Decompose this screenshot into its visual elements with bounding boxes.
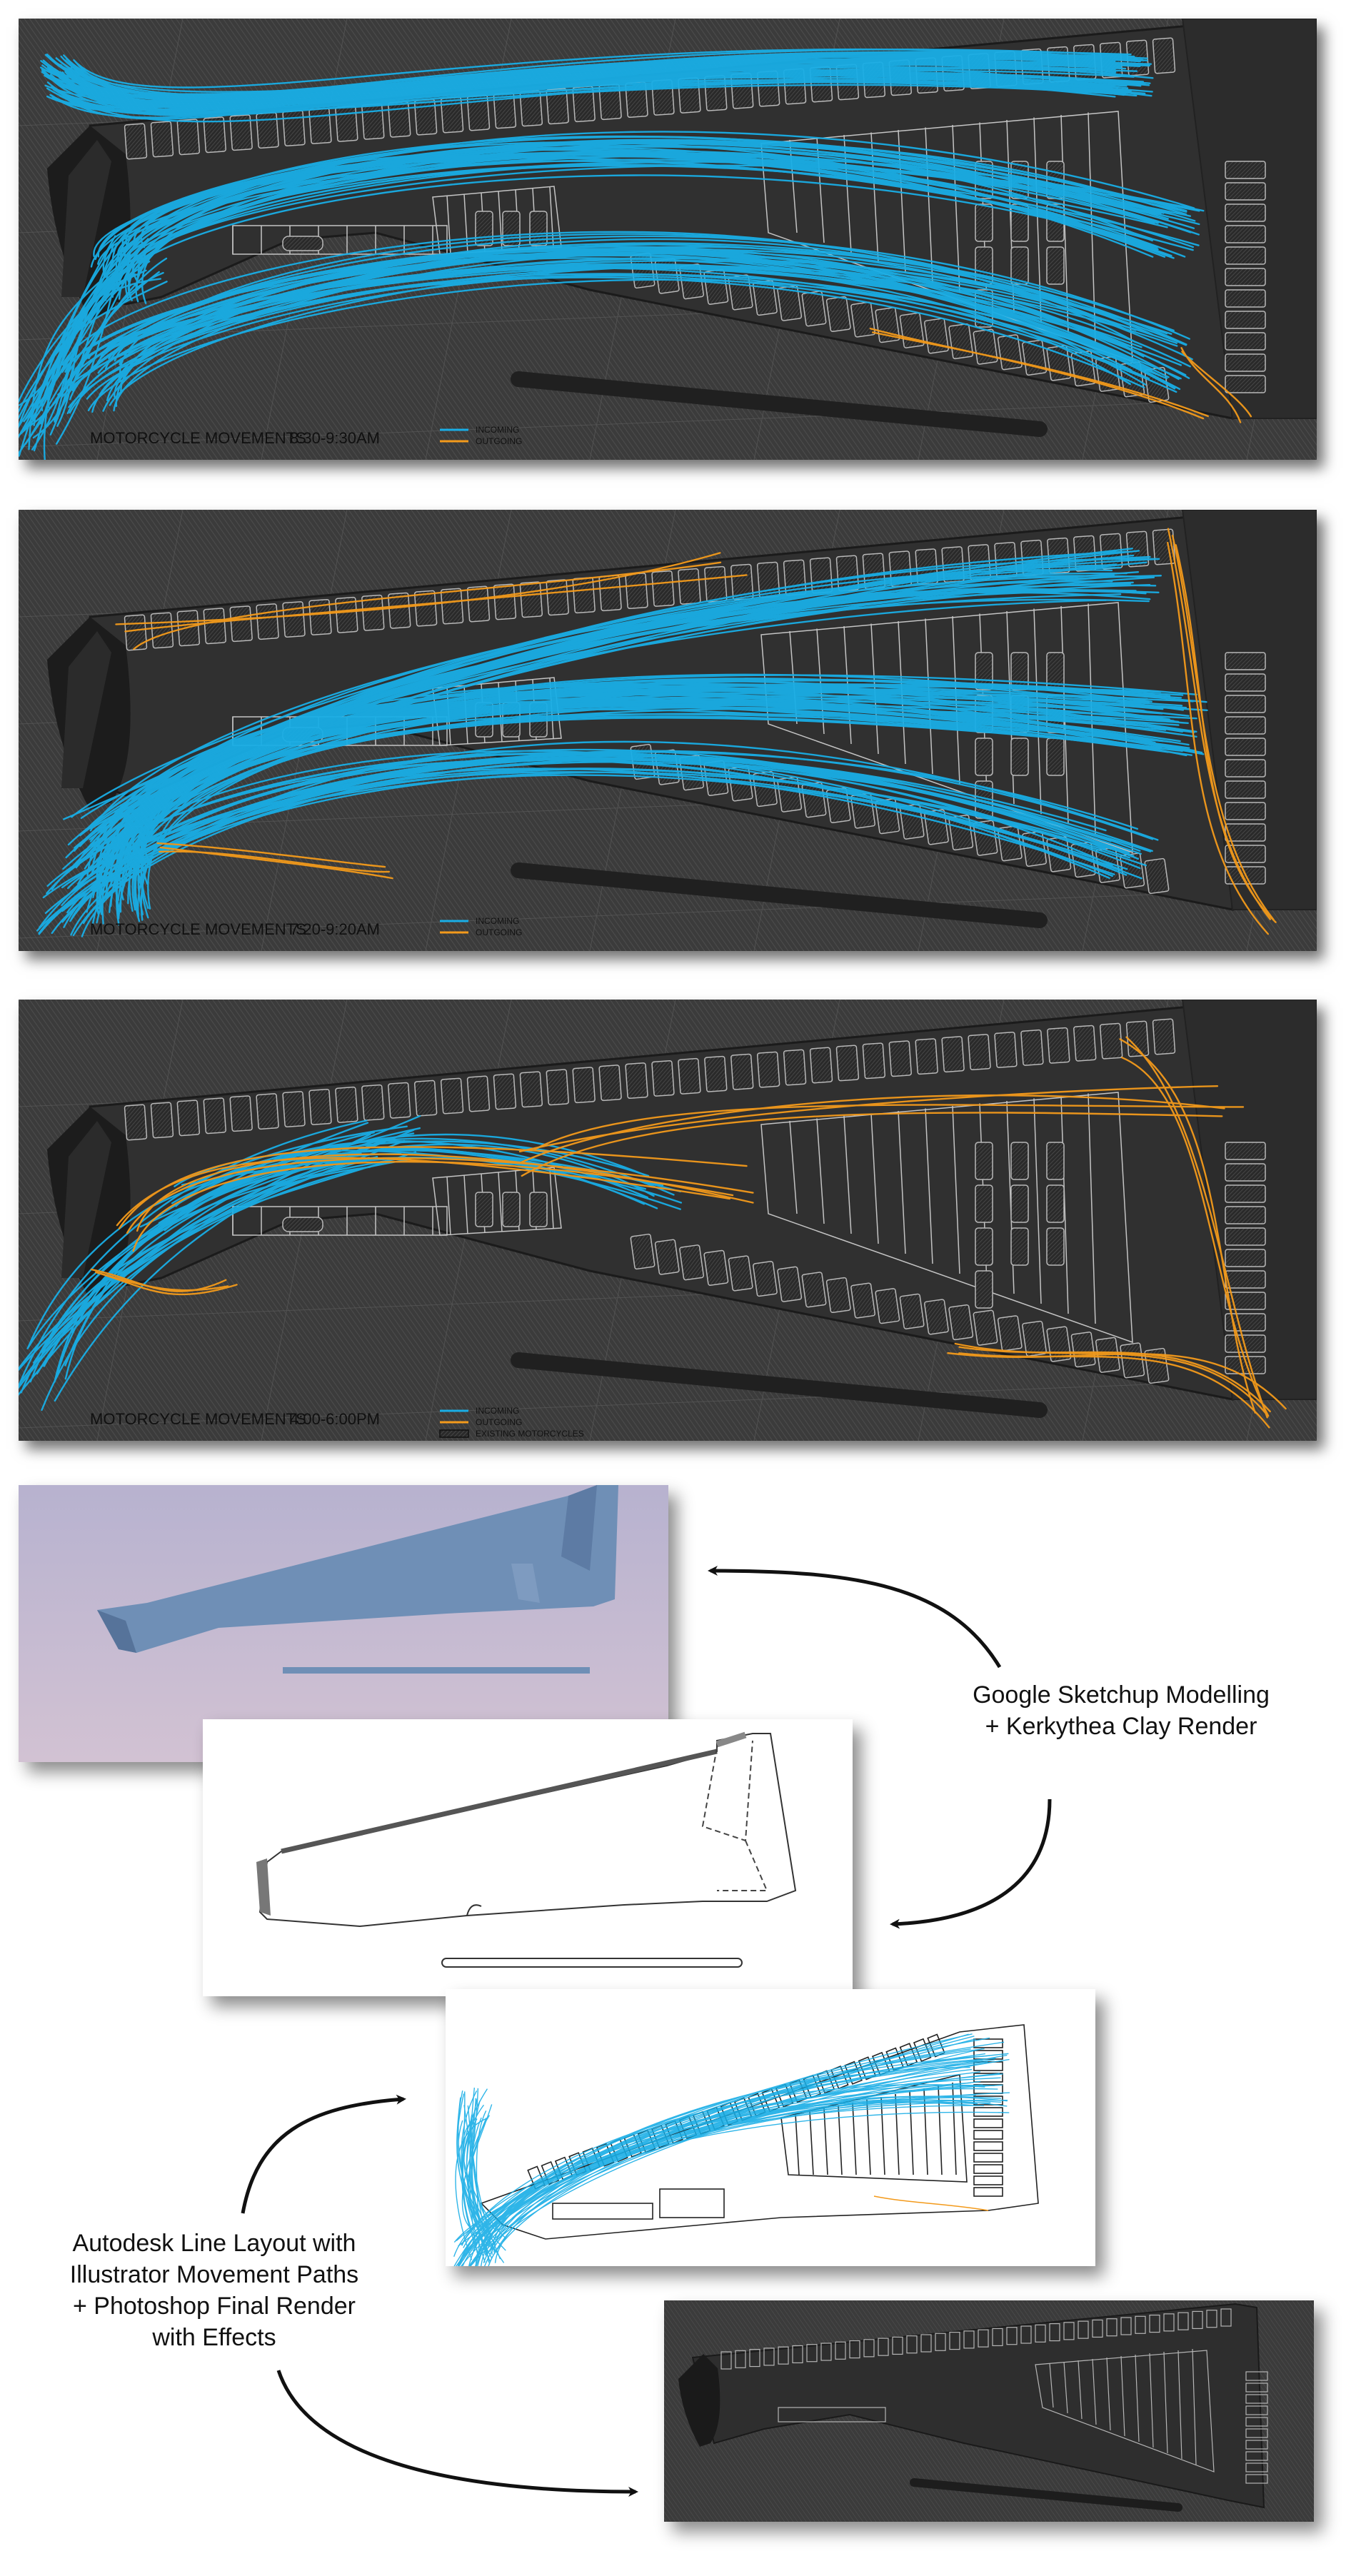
legend-label: EXISTING MOTORCYCLES: [476, 1429, 584, 1439]
arrow-to-vector-paths: [241, 2094, 406, 2214]
legend-label: OUTGOING: [476, 927, 522, 937]
sketchup-caption: Google Sketchup Modelling + Kerkythea Cl…: [921, 1679, 1321, 1742]
sketchup-caption-line-2: + Kerkythea Clay Render: [985, 1713, 1257, 1740]
legend-label: INCOMING: [476, 916, 519, 926]
arrow-to-clay-render: [708, 1566, 1002, 1669]
line-drawing-card: [203, 1719, 853, 1996]
autodesk-caption-line-3: + Photoshop Final Render: [73, 2293, 356, 2320]
final-render-image: [664, 2300, 1314, 2522]
autodesk-caption-line-2: Illustrator Movement Paths: [69, 2261, 359, 2288]
sketchup-caption-line-1: Google Sketchup Modelling: [973, 1681, 1270, 1709]
panel-3-time: 4:00-6:00PM: [290, 1410, 380, 1428]
legend-label: OUTGOING: [476, 1417, 522, 1427]
autodesk-caption-line-1: Autodesk Line Layout with: [72, 2230, 356, 2257]
clay-render-image: [19, 1485, 668, 1762]
final-render-card: [664, 2300, 1314, 2522]
panel-1-title: MOTORCYCLE MOVEMENTS: [90, 429, 306, 447]
legend-label: INCOMING: [476, 1406, 519, 1416]
line-drawing-image: [256, 1731, 797, 1968]
arrow-to-final-render: [276, 2370, 638, 2497]
arrow-to-line-drawing: [890, 1798, 1052, 1929]
legend-label: OUTGOING: [476, 436, 522, 446]
autodesk-caption-line-4: with Effects: [152, 2324, 276, 2351]
vector-paths-image: [453, 2024, 1039, 2266]
panel-2-time: 7:20-9:20AM: [290, 920, 380, 938]
vector-paths-card: [446, 1989, 1095, 2266]
legend-label: INCOMING: [476, 425, 519, 435]
panel-2-title: MOTORCYCLE MOVEMENTS: [90, 920, 306, 938]
panel-1-time: 8:30-9:30AM: [290, 429, 380, 447]
clay-render-card: [19, 1485, 668, 1762]
panel-3-title: MOTORCYCLE MOVEMENTS: [90, 1410, 306, 1428]
autodesk-caption: Autodesk Line Layout with Illustrator Mo…: [14, 2228, 414, 2353]
legend-swatch-existing-motorcycles: [439, 1429, 469, 1438]
